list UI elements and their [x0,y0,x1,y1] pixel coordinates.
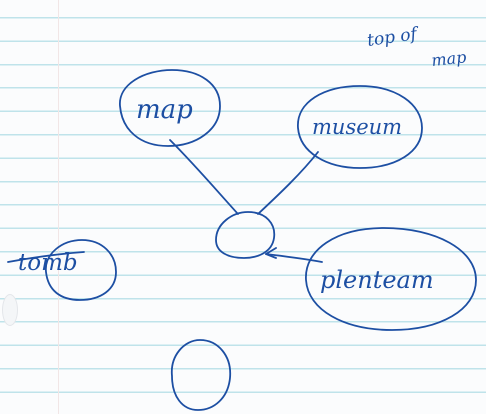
node-map-label: map [136,95,193,125]
node-center-outline [215,211,276,259]
node-museum-outline [297,85,423,169]
node-tomb-label: tomb [18,250,78,276]
connector-plenteam-to-center [265,253,323,263]
arrowhead-to-center [265,247,277,259]
node-map-outline [119,69,221,147]
node-tomb-outline [45,239,117,301]
punch-hole [2,294,18,326]
connector-map-to-center [169,139,239,215]
tomb-cross-stroke [7,251,85,263]
node-museum-label: museum [312,115,402,139]
corner-note-line2: map [430,47,467,70]
margin-rule [58,0,59,414]
node-plenteam-label: plenteam [320,266,434,294]
node-bottom-outline [171,339,231,411]
node-plenteam-outline [305,227,477,331]
corner-note-line1: top of [366,24,421,51]
connector-museum-to-center [257,151,319,215]
